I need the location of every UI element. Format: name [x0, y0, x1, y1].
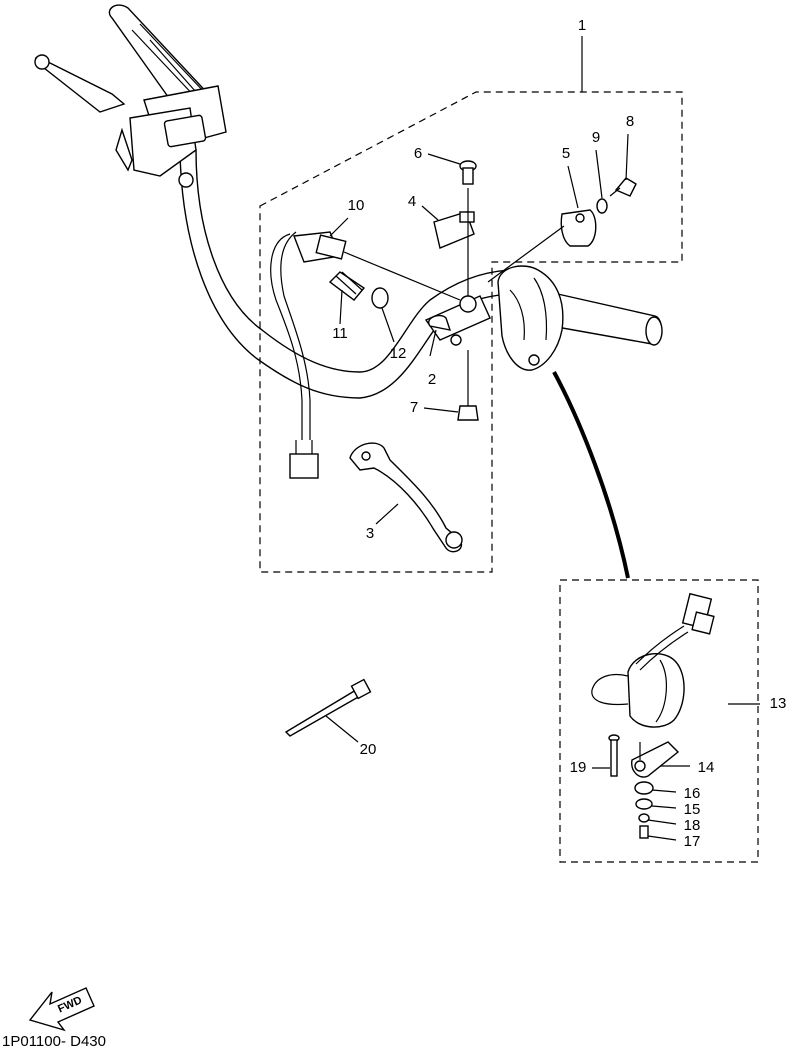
- part-19-screw: [608, 734, 620, 777]
- callout-18: 18: [684, 817, 701, 834]
- part-9-washer: [596, 198, 608, 214]
- callout-12: 12: [390, 345, 407, 362]
- callout-16: 16: [684, 785, 701, 802]
- part-14-clamp: [631, 741, 680, 778]
- part-16-nut: [634, 781, 654, 795]
- callouts: 1 2 3 4 5 6 7 8 9 10 11 12 13 14 15 16 1…: [332, 17, 786, 850]
- leader-lines: [325, 36, 760, 841]
- part-13-switch-assembly: [591, 592, 715, 728]
- handlebar-right-assembly: [497, 265, 663, 371]
- part-2-lever-holder: [424, 295, 491, 346]
- part-3-lever: [349, 442, 463, 553]
- part-5-bracket: [560, 209, 597, 247]
- part-4-block: [433, 211, 475, 249]
- part-15-washer: [635, 798, 653, 810]
- callout-15: 15: [684, 801, 701, 818]
- callout-9: 9: [592, 129, 600, 146]
- callout-14: 14: [698, 759, 715, 776]
- part-17-screw: [639, 825, 649, 839]
- link-line-to-13: [552, 371, 630, 579]
- handlebar-left-assembly: [34, 4, 511, 399]
- callout-1: 1: [578, 17, 586, 34]
- part-6-bolt: [459, 160, 477, 185]
- part-20-cable-tie: [284, 678, 372, 737]
- assembly-1-outline: [259, 91, 683, 573]
- callout-3: 3: [366, 525, 374, 542]
- callout-20: 20: [360, 741, 377, 758]
- part-11-adjuster: [328, 271, 366, 301]
- diagram-code: 1P01100- D430: [2, 1033, 106, 1050]
- part-10-clutch-switch: [270, 231, 461, 479]
- callout-7: 7: [410, 399, 418, 416]
- callout-6: 6: [414, 145, 422, 162]
- part-18-washer: [638, 813, 650, 823]
- callout-11: 11: [332, 325, 348, 342]
- callout-5: 5: [562, 145, 570, 162]
- part-7-nut: [457, 405, 479, 421]
- callout-10: 10: [348, 197, 365, 214]
- callout-17: 17: [684, 833, 701, 850]
- callout-19: 19: [570, 759, 587, 776]
- fwd-arrow: FWD: [28, 987, 95, 1032]
- axis-line-5: [487, 225, 565, 283]
- callout-8: 8: [626, 113, 634, 130]
- part-12-locknut: [371, 287, 389, 309]
- assembly-13-outline: [559, 579, 759, 863]
- callout-13: 13: [770, 695, 787, 712]
- callout-2: 2: [428, 371, 436, 388]
- part-8-screw: [609, 177, 637, 197]
- callout-4: 4: [408, 193, 416, 210]
